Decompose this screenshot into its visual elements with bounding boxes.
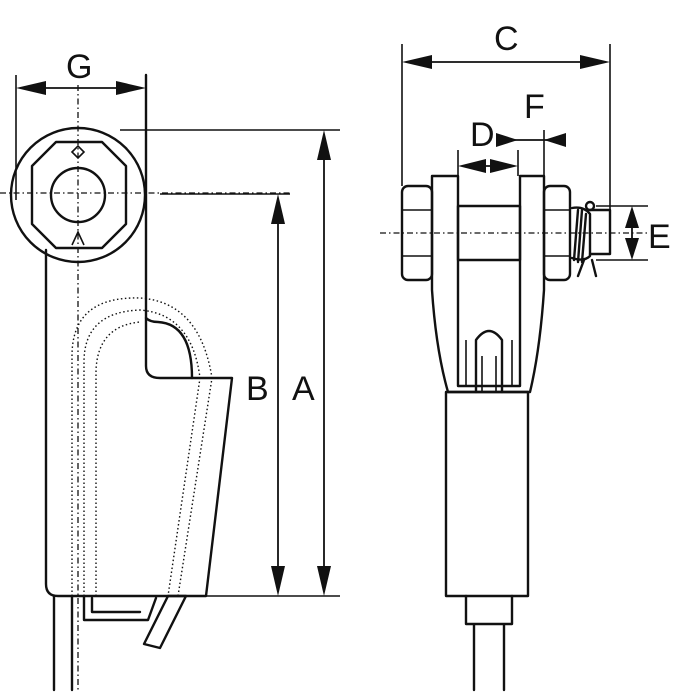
side-view: C D F E	[380, 20, 671, 692]
side-barrel	[444, 390, 530, 598]
cotter-pin-mark	[70, 144, 86, 160]
socket-body	[44, 73, 234, 598]
thimble-groove	[95, 321, 141, 596]
thimble-outline-dotted	[71, 297, 213, 597]
dimension-c: C	[402, 20, 610, 69]
dimension-g: G	[16, 48, 146, 95]
dimension-a: A	[292, 130, 331, 596]
label-c: C	[494, 20, 519, 58]
label-d: D	[470, 116, 495, 154]
thimble-bottom-strap	[82, 594, 158, 622]
label-g: G	[66, 48, 92, 86]
thimble-tongue	[142, 594, 188, 650]
front-view: A B G	[0, 48, 340, 692]
label-b: B	[246, 370, 269, 408]
cotter-pin-tip	[71, 230, 85, 246]
dimension-e: E	[625, 206, 671, 260]
dimension-d: D	[458, 116, 518, 173]
pin-hole	[49, 166, 107, 224]
side-rope	[464, 594, 514, 692]
dimension-f: F	[496, 88, 566, 147]
dimension-b: B	[246, 194, 285, 596]
label-f: F	[524, 88, 545, 126]
label-e: E	[648, 218, 671, 256]
thimble-outline-dotted-inner	[83, 309, 201, 597]
label-a: A	[292, 370, 315, 408]
cotter-pin	[570, 200, 612, 278]
hex-nut	[30, 140, 128, 250]
thimble-inner	[144, 316, 194, 380]
side-tongue	[474, 329, 504, 394]
side-pin	[456, 204, 522, 262]
side-clevis-body	[430, 174, 546, 394]
